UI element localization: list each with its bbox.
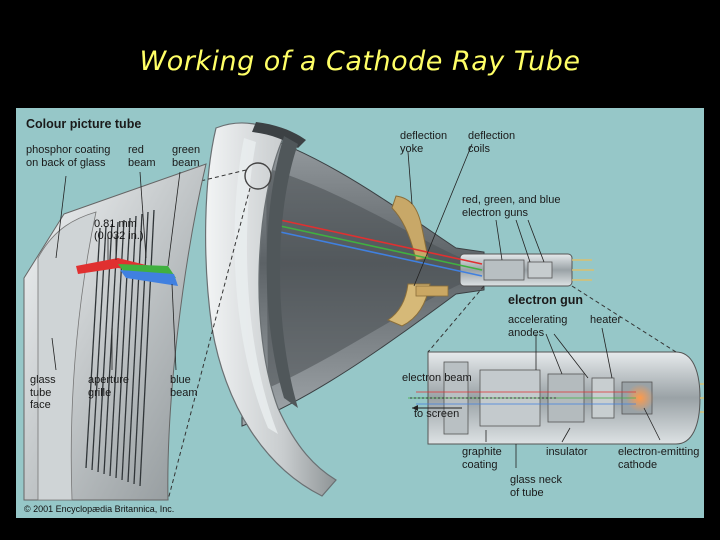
slide-title: Working of a Cathode Ray Tube: [139, 46, 581, 77]
beam-blue: [270, 229, 483, 277]
copyright-notice: © 2001 Encyclopædia Britannica, Inc.: [24, 504, 175, 514]
label-graphite-coating: graphite coating: [462, 446, 502, 471]
label-insulator: insulator: [546, 446, 588, 458]
label-aperture-grille: aperture grille: [88, 374, 129, 399]
label-accelerating-anodes: accelerating anodes: [508, 314, 568, 339]
label-electron-gun: electron gun: [508, 293, 584, 307]
label-electron-beam: electron beam: [402, 372, 472, 384]
crt-illustration: [23, 122, 704, 501]
diagram-title: Colour picture tube: [26, 117, 142, 131]
label-cathode: electron-emitting cathode: [618, 446, 700, 471]
label-deflection-yoke: deflection yoke: [400, 130, 448, 155]
label-glass-tube-face: glass tube face: [30, 374, 56, 411]
label-glass-neck: glass neck of tube: [510, 474, 562, 499]
label-deflection-coils: deflection coils: [468, 130, 516, 155]
label-dimension: 0.81 mm (0.032 in.): [94, 218, 144, 242]
label-green-beam: green beam: [172, 144, 201, 169]
cathode-glow: [626, 384, 654, 412]
crt-diagram-panel: Colour picture tube phosphor coating on …: [16, 108, 704, 518]
label-to-screen: to screen: [414, 408, 460, 420]
beam-green: [270, 223, 483, 271]
label-blue-beam: blue beam: [170, 374, 198, 399]
label-rgb-electron-guns: red, green, and blue electron guns: [462, 194, 561, 219]
leader-lines: [51, 143, 661, 468]
beam-red: [270, 217, 483, 265]
label-red-beam: red beam: [128, 144, 156, 169]
label-phosphor-coating: phosphor coating on back of glass: [26, 144, 111, 169]
label-heater: heater: [590, 314, 622, 326]
deflection-yoke-shape: [391, 195, 429, 261]
closeup-blue-beam: [120, 270, 178, 286]
magnifier-circle: [244, 162, 272, 190]
